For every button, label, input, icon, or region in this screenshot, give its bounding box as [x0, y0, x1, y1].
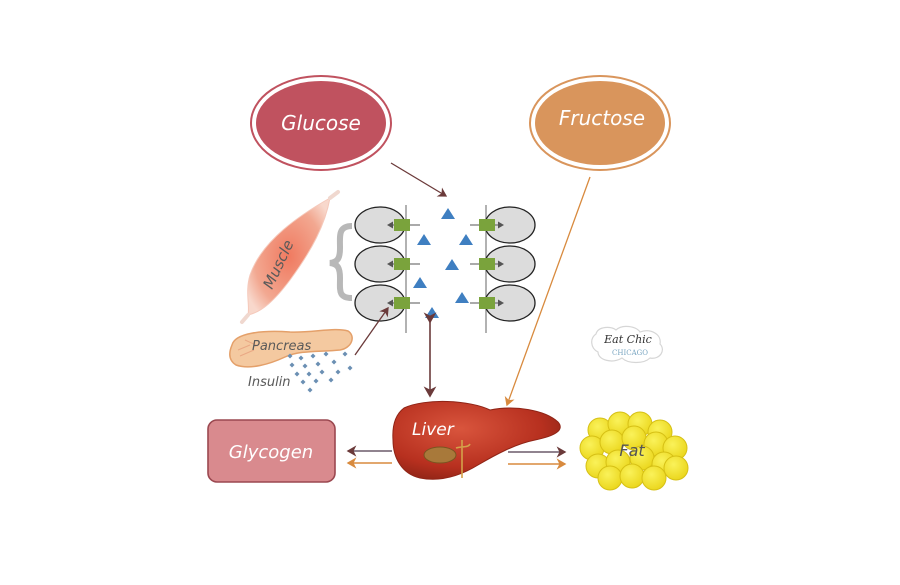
insulin-particle [294, 371, 300, 377]
glucose-molecule-triangle [445, 259, 459, 270]
insulin-particles [287, 351, 353, 393]
fat-cell [619, 463, 645, 489]
insulin-label: Insulin [248, 375, 291, 390]
glut-transporter-right [479, 297, 495, 309]
fat-node [579, 411, 689, 491]
insulin-particle [310, 353, 316, 359]
watermark-line2: CHICAGO [612, 349, 648, 357]
insulin-particle [328, 377, 334, 383]
glucose-molecule-triangle [425, 307, 439, 318]
fructose-label: Fructose [559, 106, 645, 130]
glucose-molecule-triangle [413, 277, 427, 288]
fructose-node: Fructose [529, 75, 671, 171]
liver-label: Liver [412, 420, 455, 440]
fructose-circle [535, 81, 665, 165]
glucose-molecule-triangle [417, 234, 431, 245]
liver-illustration: Liver [392, 401, 561, 480]
eat-chic-chicago-watermark: Eat Chic CHICAGO [591, 325, 663, 364]
glycogen-label: Glycogen [229, 442, 313, 463]
fat-cell [641, 465, 667, 491]
insulin-particle [289, 362, 295, 368]
glucose-molecule-triangle [459, 234, 473, 245]
insulin-particle [298, 355, 304, 361]
insulin-to-cells-arrow [354, 306, 389, 356]
insulin-particle [331, 359, 337, 365]
pancreas-illustration: Pancreas [229, 328, 353, 368]
fat-label: Fat [619, 441, 645, 460]
glut-transporter-left [394, 297, 410, 309]
insulin-particle [315, 361, 321, 367]
insulin-particle [287, 353, 293, 359]
insulin-particle [335, 369, 341, 375]
glucose-molecules [413, 208, 473, 318]
insulin-particle [306, 371, 312, 377]
muscle-illustration: Muscle [240, 190, 340, 324]
insulin-particle [347, 365, 353, 371]
insulin-particle [302, 363, 308, 369]
glycogen-node: Glycogen [207, 419, 336, 483]
insulin-particle [300, 379, 306, 385]
glucose-to-cells-arrow [390, 162, 448, 197]
pancreas-label: Pancreas [252, 339, 312, 354]
glucose-molecule-triangle [441, 208, 455, 219]
insulin-particle [323, 351, 329, 357]
glut-transporter-left [394, 258, 410, 270]
brace-icon [329, 223, 353, 301]
glut-transporter-left [394, 219, 410, 231]
fat-cell [663, 455, 689, 481]
glucose-circle [256, 81, 386, 165]
glut-transporter-right [479, 258, 495, 270]
glucose-molecule-triangle [455, 292, 469, 303]
insulin-particle [319, 369, 325, 375]
insulin-particle [313, 378, 319, 384]
glut-transporter-right [479, 219, 495, 231]
cell-membrane-group [354, 205, 536, 333]
fructose-to-liver-arrow [504, 176, 591, 407]
glucose-label: Glucose [281, 111, 361, 135]
watermark-line1: Eat Chic [603, 333, 652, 346]
fat-cell [597, 465, 623, 491]
insulin-particle [342, 351, 348, 357]
glucose-node: Glucose [250, 75, 392, 171]
insulin-particle [307, 387, 313, 393]
